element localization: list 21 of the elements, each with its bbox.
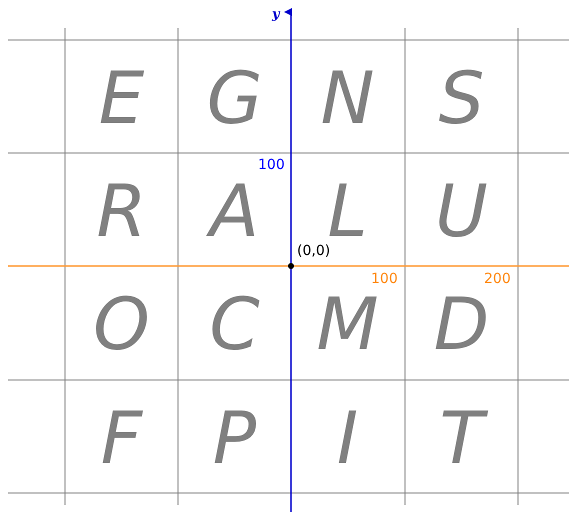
grid-letter: U [434, 175, 489, 247]
grid-letter: N [320, 62, 376, 134]
grid-letter: M [315, 288, 379, 360]
grid-letter: F [100, 402, 144, 474]
grid-letter: O [92, 288, 151, 360]
tick-label: 100 [258, 158, 285, 172]
grid-letter: G [206, 62, 264, 134]
point-label: (0,0) [297, 244, 330, 258]
grid-letter: E [98, 62, 146, 134]
grid-letter: P [212, 402, 258, 474]
axis-label: y [272, 8, 280, 21]
grid-letter: D [432, 288, 490, 360]
grid-letter: A [178, 175, 291, 247]
grid-letter: R [95, 175, 148, 247]
grid-letter: L [327, 175, 369, 247]
grid-letter: C [208, 288, 261, 360]
grid-letter: S [438, 62, 486, 134]
grid-letter: I [336, 402, 360, 474]
grid-letter: T [405, 402, 518, 474]
tick-label: 100 [371, 272, 398, 286]
tick-label: 200 [484, 272, 511, 286]
